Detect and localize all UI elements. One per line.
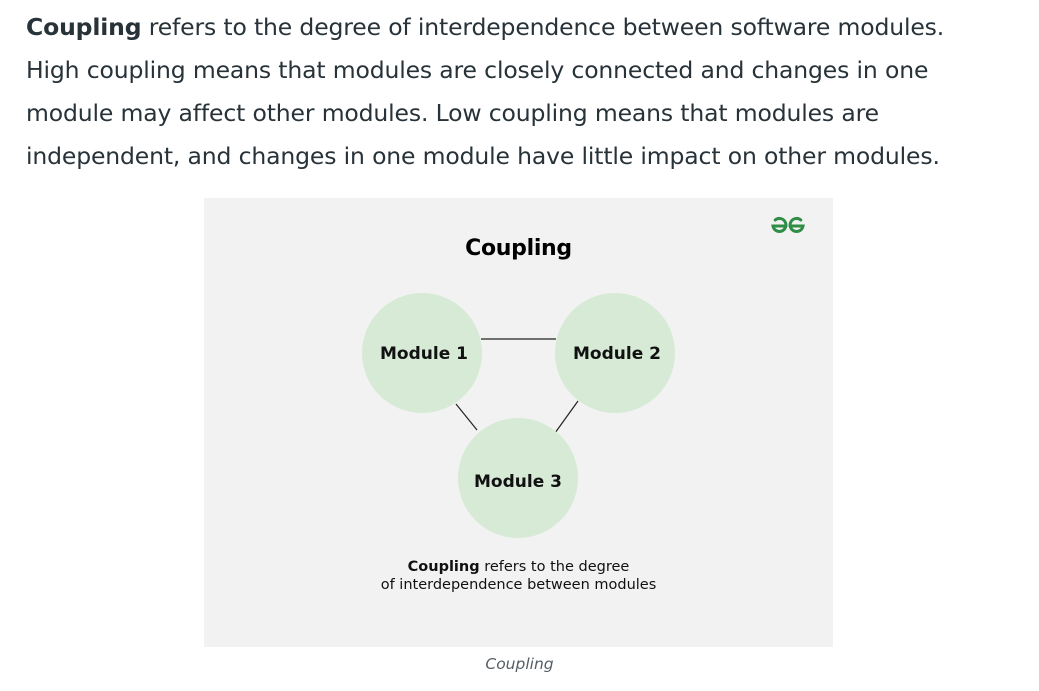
paragraph-line-1: Coupling refers to the degree of interde… — [26, 6, 1026, 49]
connector-module1-module3 — [455, 403, 478, 431]
module-1-label: Module 1 — [380, 344, 468, 364]
paragraph-line-2: High coupling means that modules are clo… — [26, 56, 929, 84]
module-2-node — [555, 293, 675, 413]
module-3-node — [458, 418, 578, 538]
module-2-label: Module 2 — [573, 344, 661, 364]
coupling-figure: Coupling Module 1 Module 2 Module 3 Coup… — [204, 198, 833, 647]
paragraph-line-1-text: refers to the degree of interdependence … — [141, 13, 945, 41]
term-coupling: Coupling — [26, 13, 142, 41]
paragraph-line-4: independent, and changes in one module h… — [26, 142, 940, 170]
figure-caption: Coupling — [485, 655, 554, 673]
module-1-node — [362, 293, 482, 413]
coupling-diagram: Module 1 Module 2 Module 3 — [362, 293, 675, 538]
figure-description-line-1-text: refers to the degree — [479, 559, 630, 575]
figure-description-line-2: of interdependence between modules — [380, 577, 657, 593]
figure-description: Coupling refers to the degree of interde… — [204, 558, 833, 594]
figure-description-term: Coupling — [407, 559, 480, 575]
figure-description-line-1: Coupling refers to the degree — [204, 558, 833, 576]
gfg-logo-icon — [771, 216, 805, 233]
connector-module2-module3 — [554, 400, 579, 434]
article-paragraph: Coupling refers to the degree of interde… — [26, 6, 1026, 178]
figure-title: Coupling — [465, 236, 572, 261]
module-3-label: Module 3 — [474, 472, 562, 492]
paragraph-line-3: module may affect other modules. Low cou… — [26, 99, 879, 127]
